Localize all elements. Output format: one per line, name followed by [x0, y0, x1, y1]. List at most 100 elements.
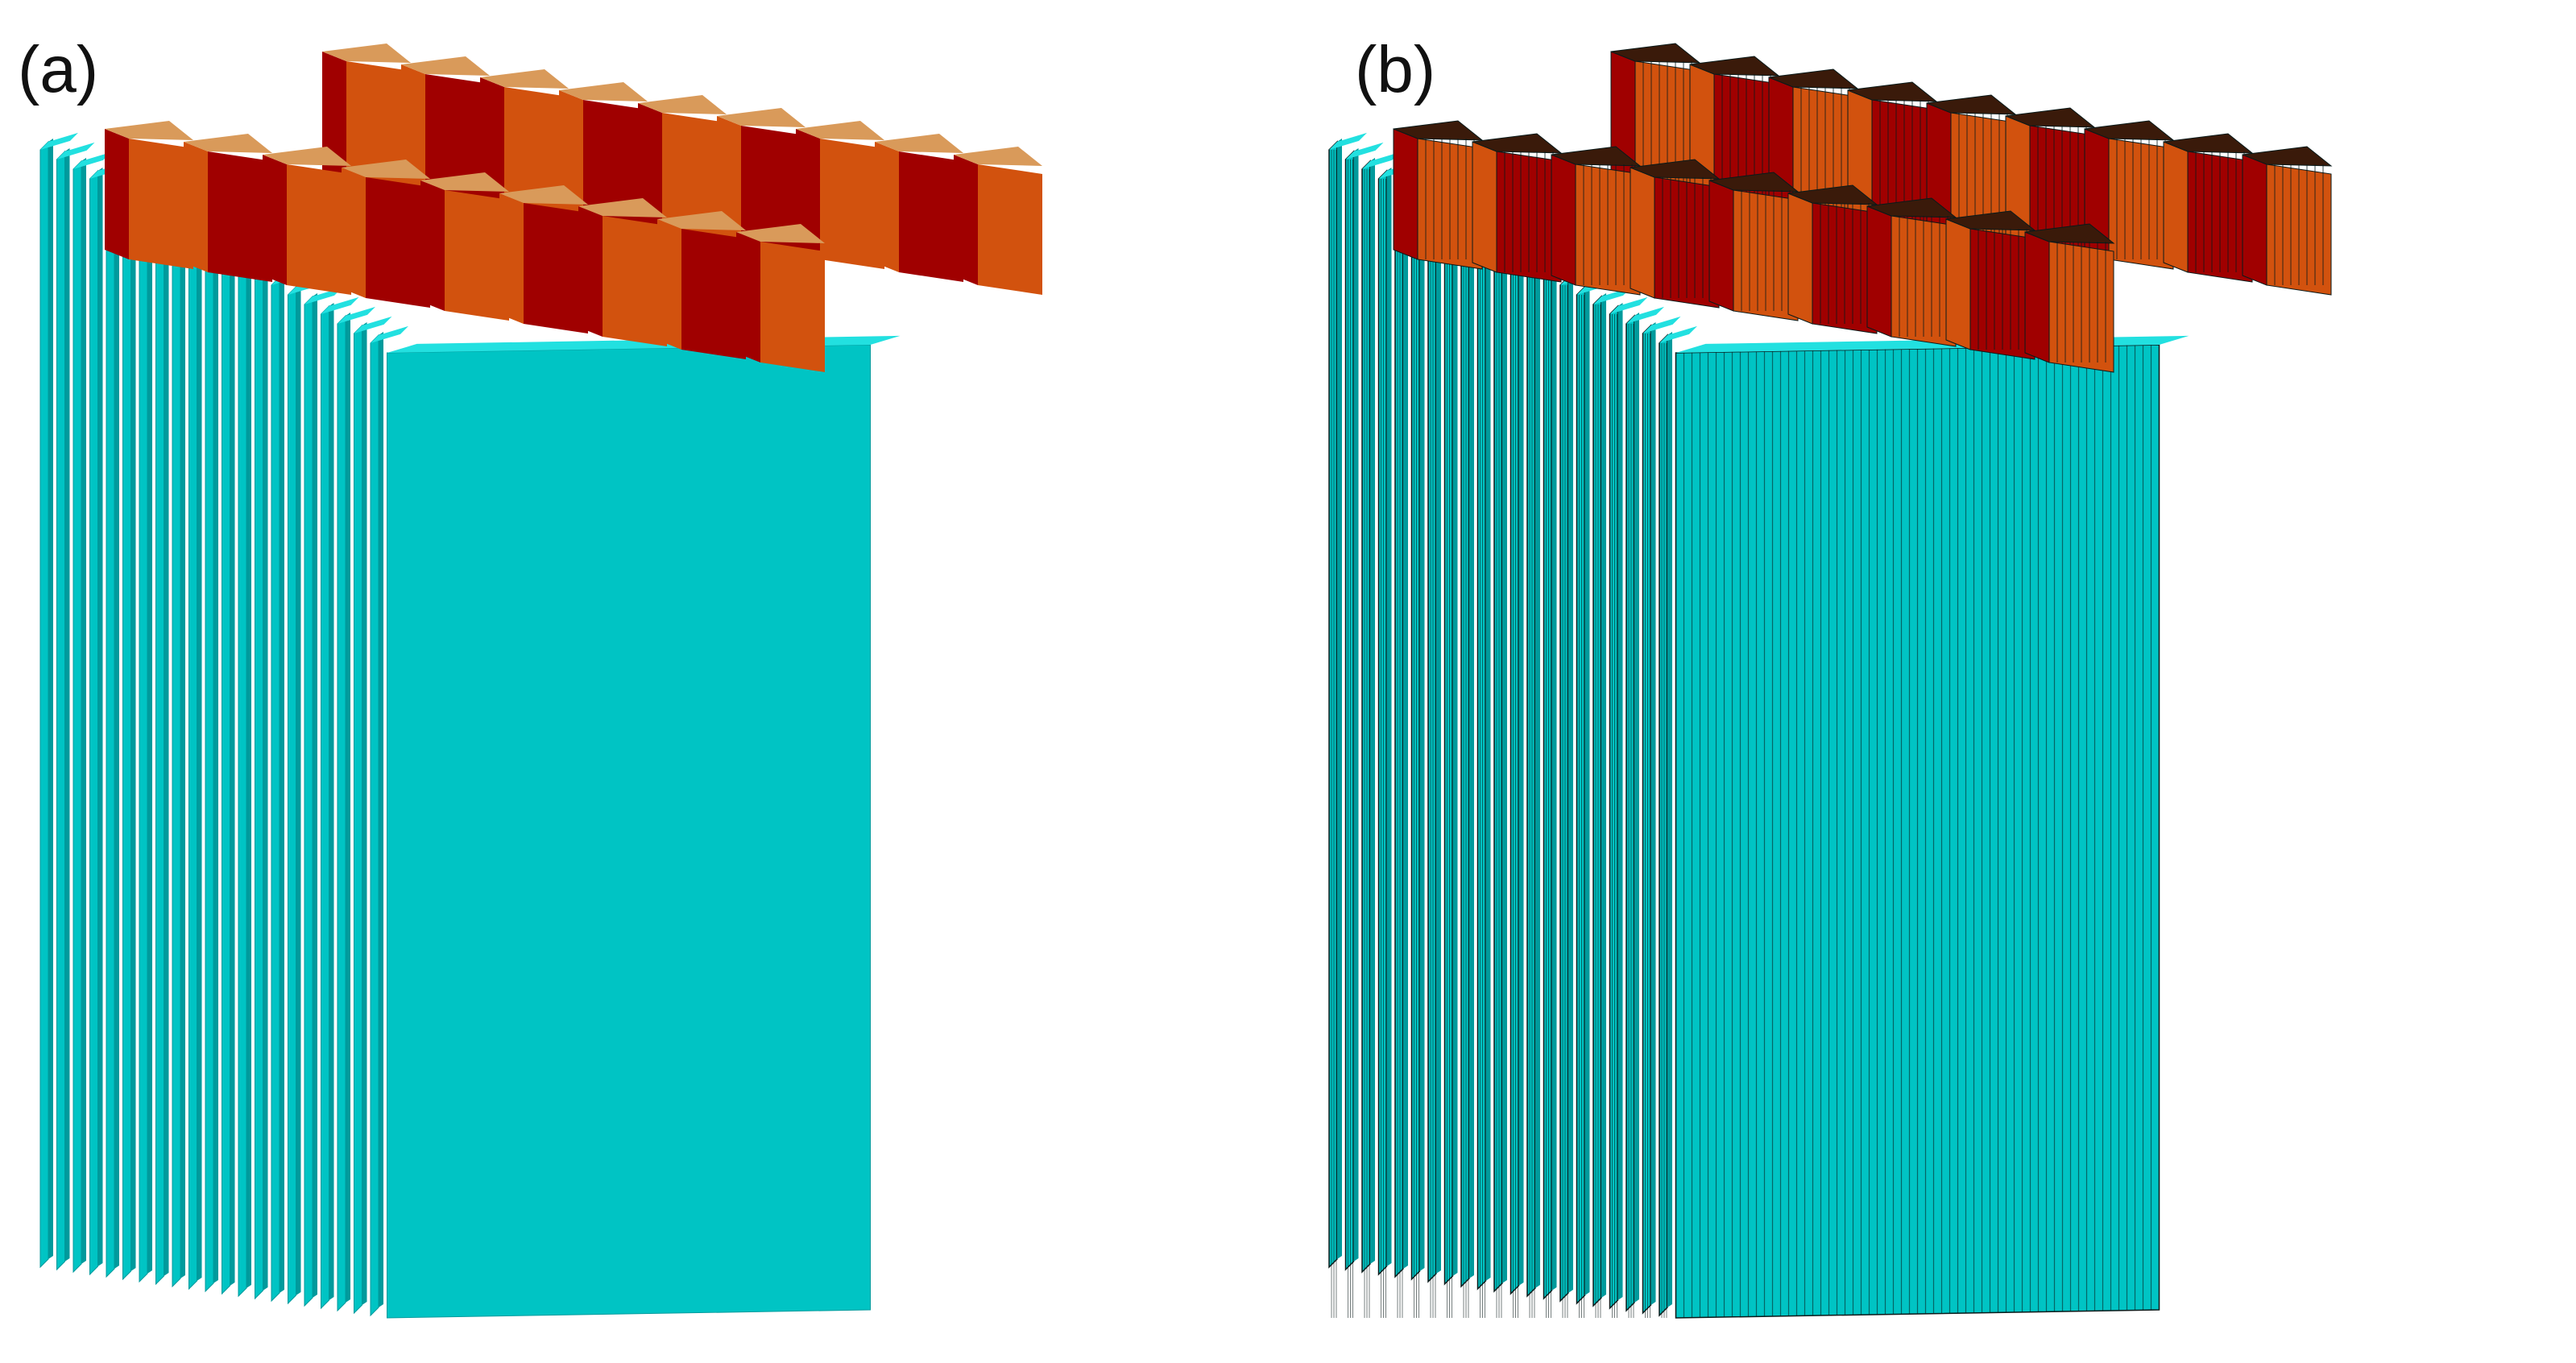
plate-face: [139, 198, 148, 1283]
tab-side: [2024, 231, 2050, 363]
plate-face: [387, 344, 871, 1319]
tab-side: [2163, 141, 2189, 273]
terminal-tab: [2163, 133, 2254, 283]
plate-edge: [1419, 187, 1425, 1271]
tab-front: [208, 151, 272, 282]
battery-model-solid: [39, 44, 1042, 1319]
tab-front: [978, 164, 1042, 295]
plate-edge: [329, 303, 334, 1300]
plate-edge: [1667, 332, 1672, 1307]
plate: [387, 335, 901, 1319]
plate-face: [188, 227, 197, 1290]
tab-side: [1551, 154, 1576, 286]
terminal-tab: [1866, 197, 1957, 347]
plate-face: [304, 295, 313, 1307]
plate-edge: [346, 313, 350, 1303]
tab-side: [1708, 180, 1734, 312]
tab-front: [366, 177, 430, 308]
plate-top: [1642, 316, 1681, 334]
terminal-tab: [1926, 94, 2017, 244]
mesh-grid: [1331, 150, 2160, 1318]
tab-side: [1393, 128, 1418, 260]
terminal-tab: [2242, 146, 2333, 296]
plate-face: [354, 324, 362, 1315]
panel-label-a: (a): [18, 33, 99, 106]
terminal-tab: [263, 147, 351, 295]
tab-side: [578, 206, 603, 337]
terminal-tab: [1708, 172, 1799, 321]
plate: [337, 306, 375, 1312]
tab-top: [342, 160, 430, 179]
plate-edge: [164, 206, 169, 1276]
tab-side: [105, 129, 129, 259]
plate-edge: [1452, 206, 1458, 1276]
panel-label-b: (b): [1355, 33, 1436, 106]
terminal-tab: [499, 185, 588, 334]
plate-edge: [230, 245, 235, 1286]
plate-edge: [296, 284, 301, 1295]
terminal-tab: [420, 172, 509, 321]
tab-top: [954, 147, 1042, 166]
plate-edge: [114, 177, 119, 1269]
plate: [72, 151, 111, 1274]
plate-edge: [263, 264, 268, 1290]
plate-top: [1609, 296, 1648, 314]
tab-side: [736, 232, 760, 362]
tab-side: [263, 155, 287, 285]
terminal-tab: [2084, 120, 2175, 270]
plate: [89, 161, 128, 1276]
plate: [155, 200, 194, 1286]
terminal-tab: [322, 44, 411, 192]
plate-edge: [1436, 197, 1441, 1274]
plate-edge: [1551, 264, 1557, 1290]
plate-face: [205, 237, 214, 1293]
plate-edge: [362, 322, 367, 1305]
terminal-tab: [1787, 184, 1878, 334]
terminal-tab: [1847, 81, 1938, 231]
plate-edge: [313, 293, 317, 1298]
plate-edge: [1650, 322, 1656, 1305]
plate: [288, 277, 326, 1305]
tab-side: [342, 168, 366, 298]
plate-edge: [97, 168, 103, 1266]
terminal-tab: [1393, 120, 1484, 270]
tab-side: [1945, 218, 1971, 350]
plate-edge: [213, 235, 218, 1283]
plate-edge: [130, 187, 136, 1271]
tab-side: [420, 180, 445, 311]
terminal-tab: [342, 160, 430, 308]
terminal-tab: [578, 198, 667, 346]
tab-front: [524, 203, 588, 334]
plate-top: [73, 151, 111, 169]
plate-face: [39, 140, 49, 1269]
plate-edge: [1601, 293, 1606, 1298]
tab-side: [954, 155, 978, 285]
plate-face: [172, 218, 181, 1288]
tab-side: [1630, 167, 1655, 299]
terminal-tab: [657, 211, 746, 359]
terminal-tab: [736, 224, 825, 372]
plate-edge: [147, 197, 152, 1274]
tab-top: [263, 147, 351, 166]
plate: [188, 219, 227, 1290]
plate: [106, 171, 144, 1278]
tab-front: [760, 242, 825, 372]
plate: [304, 287, 342, 1307]
tab-front: [741, 126, 806, 256]
plate: [39, 132, 78, 1269]
tab-side: [1866, 205, 1892, 338]
plate: [222, 238, 260, 1295]
tab-top: [401, 56, 490, 76]
plate-face: [288, 285, 296, 1305]
tab-front: [899, 151, 963, 282]
plate-edge: [1353, 148, 1359, 1262]
plate: [321, 296, 359, 1310]
plate-edge: [1337, 139, 1342, 1259]
terminal-tab: [1551, 146, 1642, 296]
plate-face: [89, 169, 98, 1276]
tab-front: [425, 74, 490, 205]
terminal-tab: [1945, 210, 2036, 360]
plate-edge: [1535, 255, 1540, 1288]
plate-face: [72, 160, 82, 1274]
plate: [56, 142, 95, 1271]
